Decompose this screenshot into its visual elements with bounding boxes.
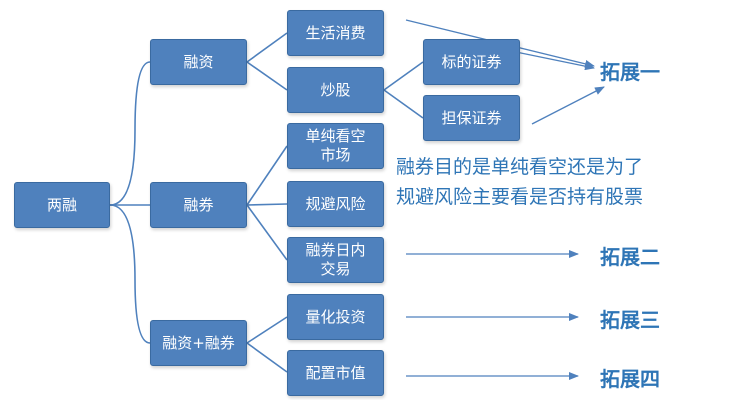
node-pure-short: 单纯看空 市场 bbox=[287, 123, 384, 169]
connector-root-margin-buy bbox=[109, 61, 151, 206]
extension-label-4: 拓展四 bbox=[600, 367, 660, 391]
arrow-collateral-to-ext1 bbox=[531, 86, 605, 125]
node-margin-buy: 融资 bbox=[150, 39, 247, 85]
connector-both-value bbox=[246, 342, 288, 373]
connector-short-intraday bbox=[246, 204, 288, 261]
connector-root-both bbox=[109, 204, 151, 344]
node-quant-invest: 量化投资 bbox=[287, 294, 384, 340]
node-risk-hedge: 规避风险 bbox=[287, 181, 384, 227]
node-stock-trading: 炒股 bbox=[287, 67, 384, 113]
connector-both-quant bbox=[246, 316, 288, 344]
arrow-target-to-ext1 bbox=[515, 51, 595, 71]
connector-short-pure bbox=[246, 145, 288, 206]
connector-short-risk bbox=[246, 203, 288, 206]
node-root: 两融 bbox=[14, 182, 110, 228]
connector-stock-collateral bbox=[383, 89, 424, 119]
node-both: 融资+融券 bbox=[150, 320, 247, 366]
node-living-expense: 生活消费 bbox=[287, 10, 384, 56]
node-market-value: 配置市值 bbox=[287, 350, 384, 396]
extension-label-2: 拓展二 bbox=[600, 245, 660, 269]
node-target-security: 标的证券 bbox=[423, 39, 520, 85]
annotation-note-line-1: 融券目的是单纯看空还是为了 bbox=[396, 156, 644, 178]
extension-label-1: 拓展一 bbox=[600, 60, 660, 84]
node-short-sell: 融券 bbox=[150, 182, 247, 228]
node-collateral-security: 担保证券 bbox=[423, 95, 520, 141]
connector-margin-buy-living bbox=[246, 32, 288, 63]
node-intraday-trade: 融券日内 交易 bbox=[287, 237, 384, 283]
connector-margin-buy-stock bbox=[246, 61, 288, 91]
extension-label-3: 拓展三 bbox=[600, 308, 660, 332]
connector-stock-target bbox=[383, 61, 424, 91]
annotation-note-line-2: 规避风险主要看是否持有股票 bbox=[396, 186, 644, 208]
